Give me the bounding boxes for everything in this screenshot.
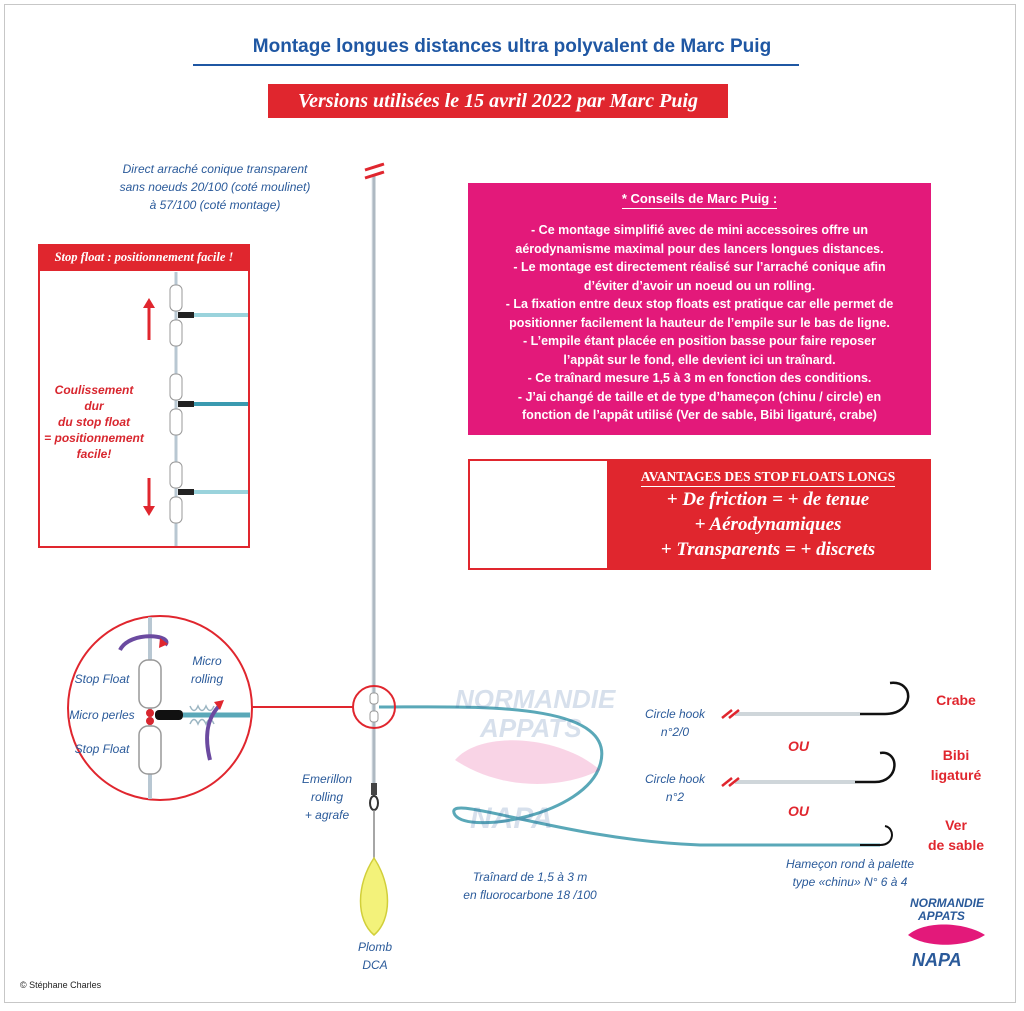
stop-float-box-header: Stop float : positionnement facile ! xyxy=(38,244,250,271)
advice-line: - J’ai changé de taille et de type d’ham… xyxy=(517,389,882,404)
stop-float-illustration xyxy=(143,272,250,546)
advantages-header: AVANTAGES DES STOP FLOATS LONGS xyxy=(640,469,896,487)
advice-line: - La fixation entre deux stop floats est… xyxy=(505,297,894,311)
emerillon-label: Emerillon rolling + agrafe xyxy=(301,772,352,822)
choice-bibi: Bibi ligaturé xyxy=(930,747,982,783)
svg-text:NAPA: NAPA xyxy=(470,802,553,835)
advice-line: - Ce traînard mesure 1,5 à 3 m en foncti… xyxy=(527,371,872,385)
subtitle-banner: Versions utilisées le 15 avril 2022 par … xyxy=(268,84,728,118)
swivel-snap xyxy=(369,783,379,858)
title-underline xyxy=(193,64,799,66)
choice-ver: Ver de sable xyxy=(927,817,985,853)
zoom-circle xyxy=(67,615,253,801)
svg-text:NORMANDIE: NORMANDIE xyxy=(910,896,985,910)
circle-hook-1 xyxy=(721,681,910,719)
zoom-label-micro-rolling: Micro rolling xyxy=(190,654,223,686)
or-label: OU xyxy=(788,738,809,754)
advice-line: d’éviter d’avoir un noeud ou un rolling. xyxy=(583,278,816,293)
zoom-label-stop-float-top: Stop Float xyxy=(74,672,130,686)
page-frame xyxy=(4,4,1016,1003)
trainard-label: Traînard de 1,5 à 3 m en fluorocarbone 1… xyxy=(463,870,597,902)
advice-line: aérodynamisme maximal pour des lancers l… xyxy=(515,241,884,256)
advice-line: fonction de l’appât utilisé (Ver de sabl… xyxy=(522,408,877,422)
zoom-label-micro-perles: Micro perles xyxy=(69,708,135,722)
stop-float-shape xyxy=(138,659,162,709)
chinu-hook xyxy=(860,825,893,846)
cut-mark-top xyxy=(364,162,385,180)
circle-hook-1-label: Circle hook n°2/0 xyxy=(644,707,706,739)
advantage-line: + Transparents = + discrets xyxy=(660,539,876,560)
line-label: Direct arraché conique transparent sans … xyxy=(119,162,311,212)
advantage-line: + De friction = + de tenue xyxy=(666,489,870,510)
plomb-label: Plomb DCA xyxy=(357,940,392,972)
svg-text:APPATS: APPATS xyxy=(917,909,965,923)
advice-header: * Conseils de Marc Puig : xyxy=(621,191,778,209)
circle-hook-2-label: Circle hook n°2 xyxy=(644,772,706,804)
advice-box: * Conseils de Marc Puig : - Ce montage s… xyxy=(468,183,931,435)
lead-weight xyxy=(359,856,389,936)
advantage-line: + Aérodynamiques xyxy=(694,514,842,535)
or-label: OU xyxy=(788,803,809,819)
svg-text:NORMANDIE: NORMANDIE xyxy=(455,684,616,714)
zoom-label-stop-float-bottom: Stop Float xyxy=(74,742,130,756)
advice-line: positionner facilement la hauteur de l’e… xyxy=(509,315,890,330)
advice-line: l’appât sur le fond, elle devient ici un… xyxy=(563,352,836,367)
choice-crabe: Crabe xyxy=(936,692,976,708)
advice-line: - L’empile étant placée en position bass… xyxy=(523,334,876,348)
advice-line: - Ce montage simplifié avec de mini acce… xyxy=(531,223,868,237)
chinu-hook-label: Hameçon rond à palette type «chinu» N° 6… xyxy=(785,857,915,889)
trainard-line xyxy=(378,705,880,847)
copyright: © Stéphane Charles xyxy=(20,980,102,990)
circle-hook-2 xyxy=(721,751,896,787)
svg-text:NAPA: NAPA xyxy=(912,950,962,970)
advantages-panel: AVANTAGES DES STOP FLOATS LONGS + De fri… xyxy=(607,461,929,568)
advice-line: - Le montage est directement réalisé sur… xyxy=(513,260,886,274)
page-title: Montage longues distances ultra polyvale… xyxy=(252,36,772,57)
stop-float-note: Coulissement dur du stop float = positio… xyxy=(44,383,144,461)
svg-text:APPATS: APPATS xyxy=(479,713,582,743)
normandie-appats-logo: NORMANDIE APPATS NAPA xyxy=(908,896,985,970)
watermark-logo: NORMANDIE APPATS NAPA xyxy=(455,684,616,835)
